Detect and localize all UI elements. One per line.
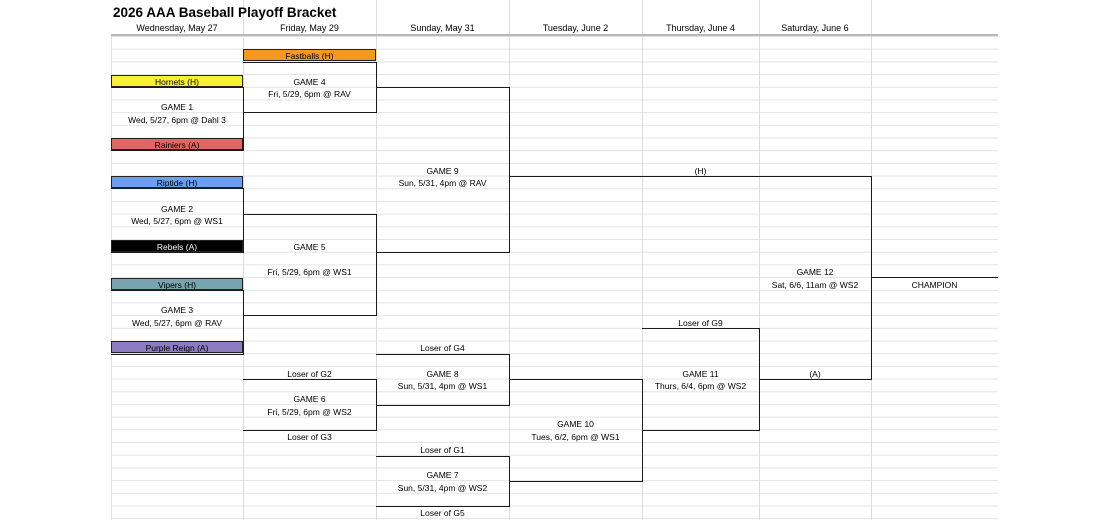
column-divider: [642, 0, 643, 520]
team-box-riptide: Riptide (H): [111, 176, 243, 188]
game-11-title: GAME 11: [682, 369, 719, 379]
column-divider: [759, 0, 760, 520]
bracket-line: [509, 87, 511, 253]
game-12-info: Sat, 6/6, 11am @ WS2: [771, 280, 859, 290]
team-box-vipers: Vipers (H): [111, 278, 243, 290]
bracket-line: [759, 379, 871, 381]
day-header-3: Sunday, May 31: [410, 23, 475, 33]
game-6-slot-bottom: Loser of G3: [287, 432, 332, 442]
bracket-line: [243, 188, 245, 253]
game-11-info: Thurs, 6/4, 6pm @ WS2: [654, 381, 747, 391]
game-11-slot-top: Loser of G9: [678, 318, 723, 328]
champion-label: CHAMPION: [911, 280, 958, 290]
bracket-line: [243, 214, 376, 216]
game-6-slot-top: Loser of G2: [287, 369, 332, 379]
game-1-info: Wed, 5/27, 6pm @ Dahl 3: [128, 115, 226, 125]
game-2-info: Wed, 5/27, 6pm @ WS1: [131, 216, 223, 226]
bracket-line: [376, 405, 509, 407]
bracket-line: [376, 506, 509, 508]
game-4-info: Fri, 5/29, 6pm @ RAV: [268, 89, 351, 99]
game-8-info: Sun, 5/31, 4pm @ WS1: [397, 381, 488, 391]
column-divider: [509, 0, 510, 520]
game-6-title: GAME 6: [293, 394, 326, 404]
bracket-line: [243, 62, 376, 64]
game-9-info: Sun, 5/31, 4pm @ RAV: [398, 178, 487, 188]
team-box-fastballs: Fastballs (H): [243, 49, 376, 61]
day-header-2: Friday, May 29: [280, 23, 339, 33]
bracket-line: [111, 87, 243, 89]
game-6-info: Fri, 5/29, 6pm @ WS2: [267, 407, 352, 417]
team-box-rainiers: Rainiers (A): [111, 138, 243, 150]
game-8-slot-top: Loser of G4: [420, 343, 465, 353]
day-header-1: Wednesday, May 27: [136, 23, 218, 33]
bracket-line: [243, 112, 376, 114]
game-5-info: Fri, 5/29, 6pm @ WS1: [267, 267, 352, 277]
bracket-line: [243, 87, 245, 151]
spreadsheet: 2026 AAA Baseball Playoff Bracket Wednes…: [111, 0, 998, 520]
game-5-title: GAME 5: [293, 242, 326, 252]
team-box-rebels: Rebels (A): [111, 240, 243, 252]
bracket-line: [376, 354, 509, 356]
game-7-info: Sun, 5/31, 4pm @ WS2: [397, 483, 488, 493]
bracket-line: [871, 277, 998, 279]
bracket-line: [111, 188, 243, 190]
game-12-title: GAME 12: [796, 267, 834, 277]
bracket-line: [642, 430, 759, 432]
game-8-title: GAME 8: [426, 369, 459, 379]
bracket-line: [376, 456, 509, 458]
bracket-line: [111, 252, 243, 254]
bracket-line: [243, 315, 376, 317]
game-10-title: GAME 10: [557, 419, 594, 429]
bracket-line: [509, 379, 642, 381]
game-12-home-slot: (H): [694, 166, 707, 176]
bracket-line: [376, 87, 509, 89]
game-12-away-slot: (A): [809, 369, 821, 379]
team-box-purple-reign: Purple Reign (A): [111, 341, 243, 353]
game-1-title: GAME 1: [160, 102, 194, 112]
bracket-line: [376, 214, 378, 316]
game-3-info: Wed, 5/27, 6pm @ RAV: [131, 318, 223, 328]
header-separator: [111, 34, 998, 36]
bracket-line: [509, 176, 871, 178]
game-7-slot-bottom: Loser of G5: [420, 508, 465, 518]
team-box-hornets: Hornets (H): [111, 75, 243, 87]
day-header-5: Thursday, June 4: [666, 23, 735, 33]
game-9-title: GAME 9: [426, 166, 459, 176]
bracket-line: [111, 354, 243, 356]
game-7-slot-top: Loser of G1: [420, 445, 465, 455]
bracket-line: [376, 252, 509, 254]
bracket-line: [243, 379, 376, 381]
game-10-info: Tues, 6/2, 6pm @ WS1: [531, 432, 620, 442]
game-4-title: GAME 4: [293, 77, 326, 87]
game-2-title: GAME 2: [160, 204, 194, 214]
column-divider: [243, 0, 244, 520]
bracket-line: [111, 290, 243, 292]
bracket-line: [642, 328, 759, 330]
bracket-line: [243, 430, 376, 432]
bracket-line: [243, 290, 245, 355]
bracket-line: [111, 150, 243, 152]
day-header-6: Saturday, June 6: [781, 23, 849, 33]
bracket-line: [509, 481, 642, 483]
page-title: 2026 AAA Baseball Playoff Bracket: [113, 5, 337, 20]
day-header-4: Tuesday, June 2: [542, 23, 609, 33]
game-3-title: GAME 3: [160, 305, 194, 315]
header-band: [111, 0, 998, 36]
game-7-title: GAME 7: [426, 470, 459, 480]
